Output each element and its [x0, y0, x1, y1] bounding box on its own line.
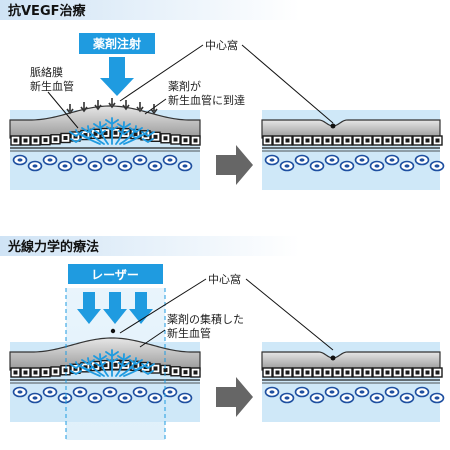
pdt-drug-label-line2: 新生血管 [167, 326, 211, 340]
section1-transition-arrow [216, 145, 253, 185]
section1-leader-lines [47, 44, 334, 129]
drug-droplet-arrow [80, 102, 88, 113]
drug-label-line1: 薬剤が [168, 79, 201, 93]
laser-label: レーザー [91, 268, 139, 282]
retina-layer [9, 337, 201, 371]
drug-droplet-arrow [108, 98, 116, 109]
section-anti-vegf: 抗VEGF治療 薬剤注射 脈絡膜 新生血管 薬剤が 新生血管に到達 中心窩 [0, 0, 445, 190]
neovascular-vessels [69, 117, 155, 145]
drug-droplet-arrow [66, 104, 74, 115]
retina-layer [261, 351, 441, 371]
fovea-label-1: 中心窩 [205, 38, 238, 52]
fovea-label-2: 中心窩 [208, 272, 241, 286]
section1-header-bar [0, 0, 300, 20]
fovea-dot [110, 328, 116, 334]
fovea-dot [330, 123, 336, 129]
drug-droplet-arrow [94, 100, 102, 111]
injection-label-box [79, 33, 155, 54]
section-pdt: 光線力学的療法 レーザー 中心窩 薬剤の集積した 新生血管 [0, 236, 445, 440]
section2-title: 光線力学的療法 [7, 239, 99, 255]
section2-header-bar [0, 236, 300, 256]
laser-arrows [77, 292, 153, 324]
cnv-label-line2: 新生血管 [30, 79, 74, 93]
injection-arrow [100, 57, 134, 96]
fovea-dot [330, 355, 336, 361]
retina-layer [9, 105, 201, 139]
drug-droplet-arrow [122, 100, 130, 111]
drug-droplet-arrow [136, 102, 144, 113]
injection-label: 薬剤注射 [93, 36, 141, 51]
section2-after-tissue [261, 342, 445, 422]
section2-transition-arrow [216, 377, 253, 417]
section2-leader-lines [119, 278, 334, 351]
drug-label-line2: 新生血管に到達 [168, 93, 245, 107]
neovascular-vessels [69, 349, 155, 377]
cnv-label-line1: 脈絡膜 [30, 65, 63, 79]
section1-after-tissue [261, 110, 445, 190]
section1-title: 抗VEGF治療 [8, 3, 86, 19]
retina-layer [261, 119, 441, 139]
laser-label-box [68, 264, 163, 284]
section1-before-tissue [9, 98, 201, 190]
pdt-drug-label-line1: 薬剤の集積した [167, 312, 244, 326]
